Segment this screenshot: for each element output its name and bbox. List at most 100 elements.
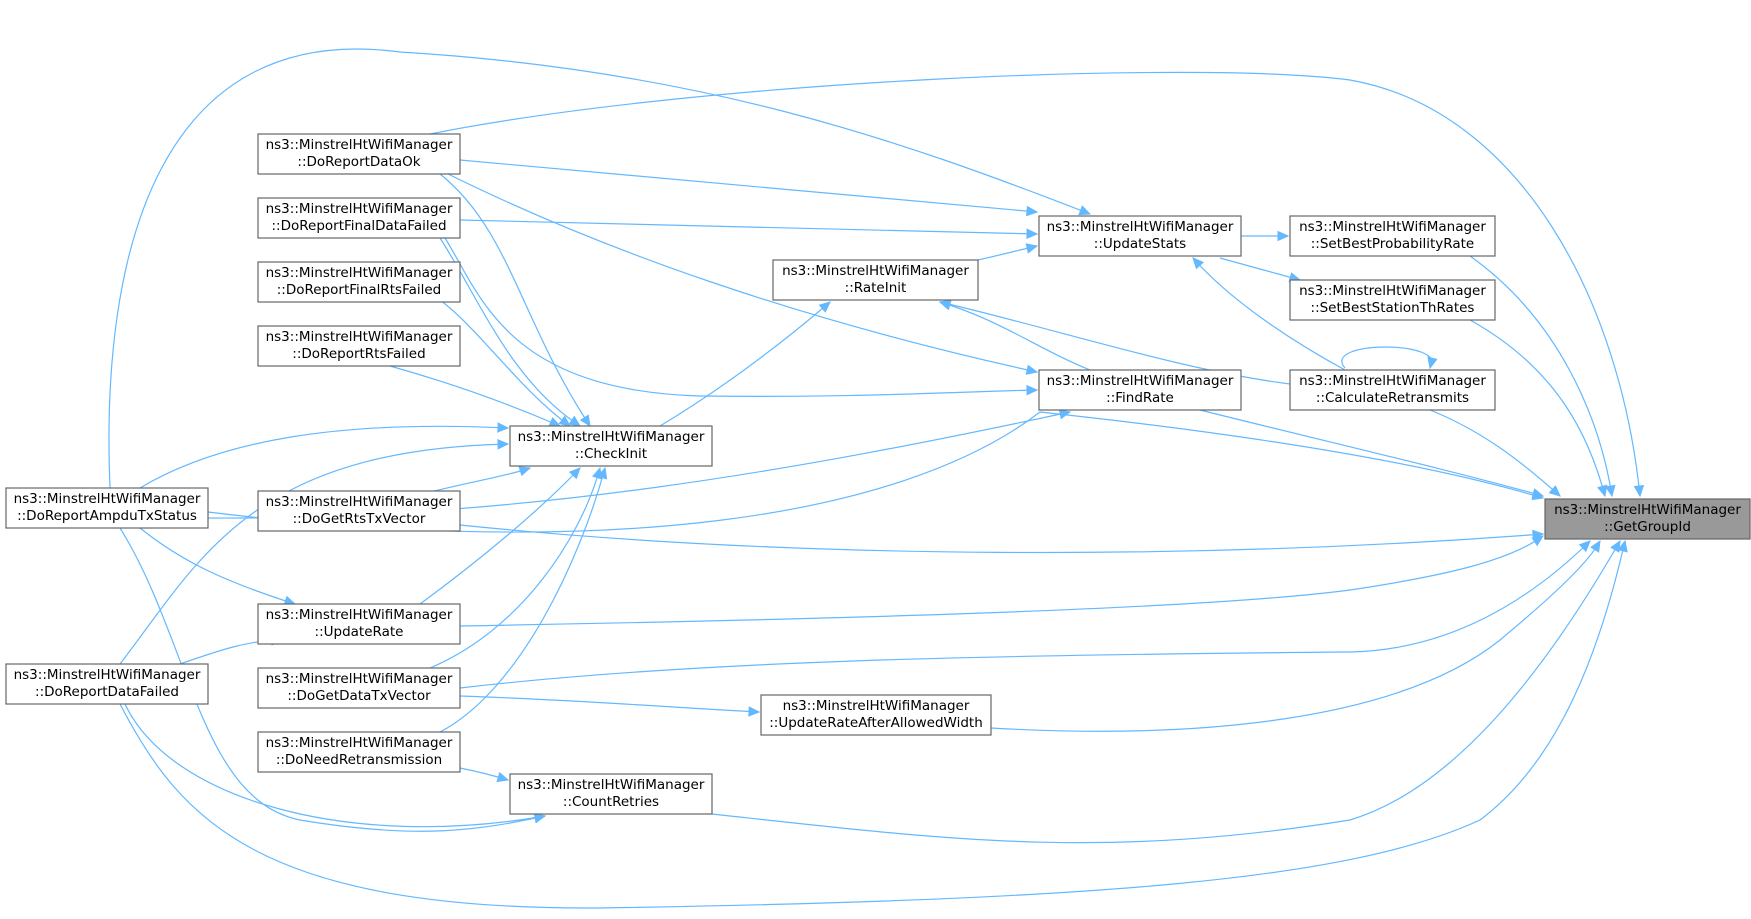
edge-line (429, 467, 531, 493)
edge-line (439, 229, 1038, 397)
node-doreportrtsfailed[interactable]: ns3::MinstrelHtWifiManager::DoReportRtsF… (257, 325, 461, 367)
node-class-label: ns3::MinstrelHtWifiManager (14, 491, 201, 507)
edge-arrowhead (497, 439, 510, 450)
edge-line (939, 301, 1091, 371)
node-box (772, 259, 979, 301)
edge-calculateretransmits-to-updatestats (1192, 257, 1346, 371)
edge-arrowhead (497, 422, 510, 433)
edge-doreportdatafailed-to-getgroupid (119, 539, 1628, 909)
edge-dogetdatatxvector-to-getgroupid (459, 540, 1591, 689)
edge-arrowhead (1025, 364, 1039, 375)
node-class-label: ns3::MinstrelHtWifiManager (266, 671, 453, 687)
edge-arrowhead (1026, 228, 1039, 239)
edge-line (207, 411, 1544, 533)
node-getgroupid[interactable]: ns3::MinstrelHtWifiManager::GetGroupId (1544, 498, 1751, 540)
node-updaterate[interactable]: ns3::MinstrelHtWifiManager::UpdateRate (257, 603, 461, 645)
edge-line (459, 695, 760, 713)
edge-line (459, 219, 1038, 235)
node-countretries[interactable]: ns3::MinstrelHtWifiManager::CountRetries (509, 773, 713, 815)
node-doreportfinaldatafailed[interactable]: ns3::MinstrelHtWifiManager::DoReportFina… (257, 197, 461, 239)
node-box (1289, 215, 1496, 257)
node-dogetdatatxvector[interactable]: ns3::MinstrelHtWifiManager::DoGetDataTxV… (257, 667, 461, 709)
node-class-label: ns3::MinstrelHtWifiManager (14, 667, 201, 683)
edge-dogetrtstxvector-to-checkinit (429, 466, 532, 493)
edge-arrowhead (1277, 230, 1290, 242)
node-box (1289, 279, 1496, 321)
node-method-label: ::SetBestProbabilityRate (1311, 236, 1474, 252)
edge-arrowhead (1531, 535, 1545, 547)
edge-arrowhead (597, 466, 608, 480)
node-rateinit[interactable]: ns3::MinstrelHtWifiManager::RateInit (772, 259, 979, 301)
node-updaterateafterallowedwidth[interactable]: ns3::MinstrelHtWifiManager::UpdateRateAf… (760, 694, 992, 736)
node-class-label: ns3::MinstrelHtWifiManager (783, 698, 970, 714)
edge-updaterate-to-getgroupid (459, 535, 1545, 627)
edge-line (439, 467, 606, 733)
node-dogetrtstxvector[interactable]: ns3::MinstrelHtWifiManager::DoGetRtsTxVe… (257, 490, 461, 532)
node-doreportfinalrtsfailed[interactable]: ns3::MinstrelHtWifiManager::DoReportFina… (257, 261, 461, 303)
edge-arrowhead (748, 706, 761, 717)
node-checkinit[interactable]: ns3::MinstrelHtWifiManager::CheckInit (509, 425, 713, 467)
edge-arrowhead (1192, 257, 1205, 270)
edge-countretries-to-getgroupid (711, 539, 1621, 844)
node-method-label: ::DoGetDataTxVector (287, 688, 431, 704)
edge-line (389, 365, 561, 427)
node-doreportdataok[interactable]: ns3::MinstrelHtWifiManager::DoReportData… (257, 133, 461, 175)
edge-arrowhead (1605, 484, 1616, 498)
node-updatestats[interactable]: ns3::MinstrelHtWifiManager::UpdateStats (1038, 215, 1242, 257)
edge-line (1341, 346, 1433, 369)
edge-arrowhead (1597, 484, 1608, 498)
edge-arrowhead (1427, 356, 1438, 370)
node-box (257, 325, 461, 367)
edge-arrowhead (1058, 409, 1072, 420)
edge-arrowhead (568, 415, 581, 427)
node-method-label: ::CheckInit (575, 446, 647, 462)
edge-line (139, 527, 296, 605)
node-doreportdatafailed[interactable]: ns3::MinstrelHtWifiManager::DoReportData… (5, 663, 209, 705)
edge-doreportdataok-to-checkinit (439, 173, 591, 428)
node-method-label: ::SetBestStationThRates (1311, 300, 1475, 316)
node-setbeststationthrates[interactable]: ns3::MinstrelHtWifiManager::SetBestStati… (1289, 279, 1496, 321)
edge-arrowhead (518, 466, 532, 477)
node-method-label: ::UpdateRateAfterAllowedWidth (769, 715, 983, 731)
edge-line (659, 301, 831, 427)
edge-doreportdataok-to-findrate (439, 169, 1039, 375)
node-class-label: ns3::MinstrelHtWifiManager (266, 329, 453, 345)
edge-doneedretransmission-to-checkinit (439, 466, 608, 733)
node-doneedretransmission[interactable]: ns3::MinstrelHtWifiManager::DoNeedRetran… (257, 731, 461, 773)
edge-arrowhead (1548, 485, 1561, 497)
node-box (760, 694, 992, 736)
edge-checkinit-to-rateinit (659, 301, 831, 427)
edge-doreportampdutxstatus-to-updatestats (108, 48, 1092, 489)
node-doreportampdutxstatus[interactable]: ns3::MinstrelHtWifiManager::DoReportAmpd… (5, 487, 209, 529)
node-box (1038, 369, 1242, 411)
node-setbestprobabilityrate[interactable]: ns3::MinstrelHtWifiManager::SetBestProba… (1289, 215, 1496, 257)
edge-line (939, 301, 1291, 385)
node-layer: ns3::MinstrelHtWifiManager::GetGroupIdns… (5, 133, 1751, 815)
node-method-label: ::UpdateRate (315, 624, 404, 640)
node-method-label: ::DoReportFinalDataFailed (271, 218, 446, 234)
edge-line (1219, 257, 1301, 281)
node-method-label: ::DoReportDataOk (297, 154, 420, 170)
edge-line (439, 169, 1038, 373)
edge-findrate-to-rateinit (938, 300, 1091, 371)
edge-updatestats-to-setbestprobabilityrate (1241, 230, 1290, 242)
edge-calculateretransmits-to-calculateretransmits (1341, 346, 1438, 370)
edge-arrowhead (558, 415, 571, 427)
edge-doreportfinaldatafailed-to-updatestats (459, 219, 1039, 239)
node-calculateretransmits[interactable]: ns3::MinstrelHtWifiManager::CalculateRet… (1289, 369, 1496, 411)
node-class-label: ns3::MinstrelHtWifiManager (1554, 502, 1741, 518)
edge-doreportdatafailed-to-checkinit (119, 439, 510, 665)
node-class-label: ns3::MinstrelHtWifiManager (518, 429, 705, 445)
node-findrate[interactable]: ns3::MinstrelHtWifiManager::FindRate (1038, 369, 1242, 411)
edge-line (1469, 319, 1606, 497)
edge-doreportfinaldatafailed-to-findrate (439, 229, 1039, 397)
edge-arrowhead (1078, 205, 1092, 216)
node-class-label: ns3::MinstrelHtWifiManager (266, 265, 453, 281)
node-method-label: ::CountRetries (563, 794, 659, 810)
edge-arrowhead (579, 414, 591, 428)
node-method-label: ::FindRate (1106, 390, 1174, 406)
edge-arrowhead (548, 416, 562, 427)
node-method-label: ::CalculateRetransmits (1316, 390, 1469, 406)
edge-line (711, 540, 1621, 844)
